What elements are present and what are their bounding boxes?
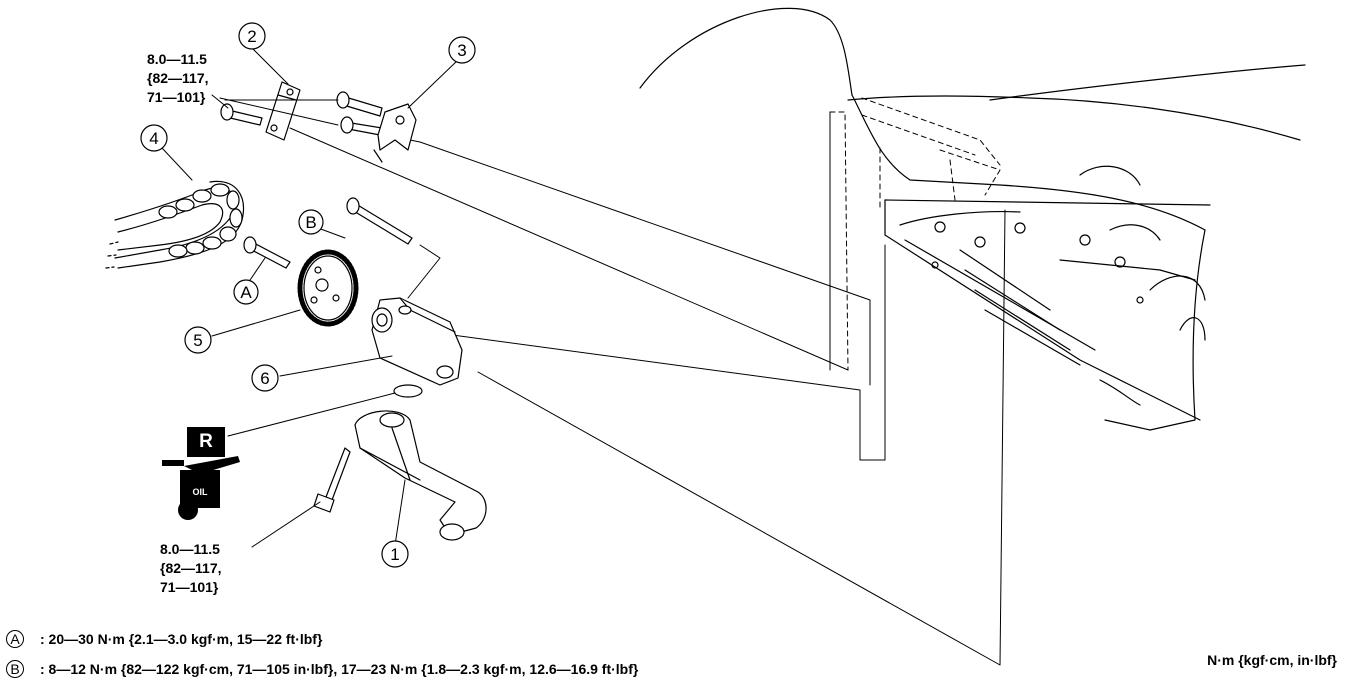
oil-pump-sprocket [297, 249, 359, 327]
torque-spec-bottom: 8.0—11.5 {82—117, 71—101} [160, 540, 222, 597]
oil-strainer [354, 410, 487, 541]
callout-1: 1 [381, 540, 409, 568]
legend-key-b: B [6, 660, 24, 678]
callout-b: B [298, 209, 324, 235]
svg-text:5: 5 [193, 331, 202, 350]
svg-text:2: 2 [247, 27, 256, 46]
strainer-bolt [313, 447, 351, 513]
svg-text:B: B [305, 213, 316, 232]
units-note: N·m {kgf·cm, in·lbf} [1207, 652, 1337, 668]
legend-text-a: : 20—30 N·m {2.1—3.0 kgf·m, 15—22 ft·lbf… [40, 631, 323, 647]
callout-3: 3 [448, 36, 476, 64]
guide-bolts [220, 91, 383, 136]
timing-chain [105, 180, 244, 269]
callout-5: 5 [184, 326, 212, 354]
svg-text:OIL: OIL [193, 487, 209, 497]
legend-key-a: A [6, 630, 24, 648]
svg-text:6: 6 [260, 369, 269, 388]
bolt-b [346, 197, 413, 245]
bolt-a [243, 236, 291, 269]
torque-spec-top: 8.0—11.5 {82—117, 71—101} [147, 50, 209, 107]
legend-row-a: A : 20—30 N·m {2.1—3.0 kgf·m, 15—22 ft·l… [6, 630, 322, 648]
torque-top-line2: {82—117, [147, 70, 209, 86]
leader-lines [161, 47, 459, 548]
svg-text:1: 1 [390, 545, 399, 564]
svg-text:4: 4 [149, 129, 158, 148]
callout-a: A [233, 279, 259, 305]
svg-text:A: A [240, 283, 252, 302]
assembly-reference-lines [289, 111, 1006, 666]
replace-badge: R [187, 427, 225, 457]
oil-can-icon: OIL [162, 456, 240, 520]
hidden-lines [829, 97, 1001, 371]
torque-bottom-line2: {82—117, [160, 560, 222, 576]
oil-pump-chain-tensioner [373, 103, 417, 163]
engine-block-outline [639, 7, 1306, 431]
oil-pump-chain-guide [265, 81, 301, 141]
oil-pump-body [371, 297, 463, 386]
torque-top-line1: 8.0—11.5 [147, 51, 207, 67]
torque-bottom-line1: 8.0—11.5 [160, 541, 220, 557]
callout-6: 6 [251, 364, 279, 392]
callout-4: 4 [140, 124, 168, 152]
legend-row-b: B : 8—12 N·m {82—122 kgf·cm, 71—105 in·l… [6, 660, 638, 678]
svg-text:3: 3 [457, 41, 466, 60]
legend-text-b: : 8—12 N·m {82—122 kgf·cm, 71—105 in·lbf… [40, 661, 639, 677]
torque-bottom-line3: 71—101} [160, 579, 219, 595]
callout-2: 2 [238, 22, 266, 50]
torque-top-line3: 71—101} [147, 89, 206, 105]
o-ring [393, 384, 423, 398]
